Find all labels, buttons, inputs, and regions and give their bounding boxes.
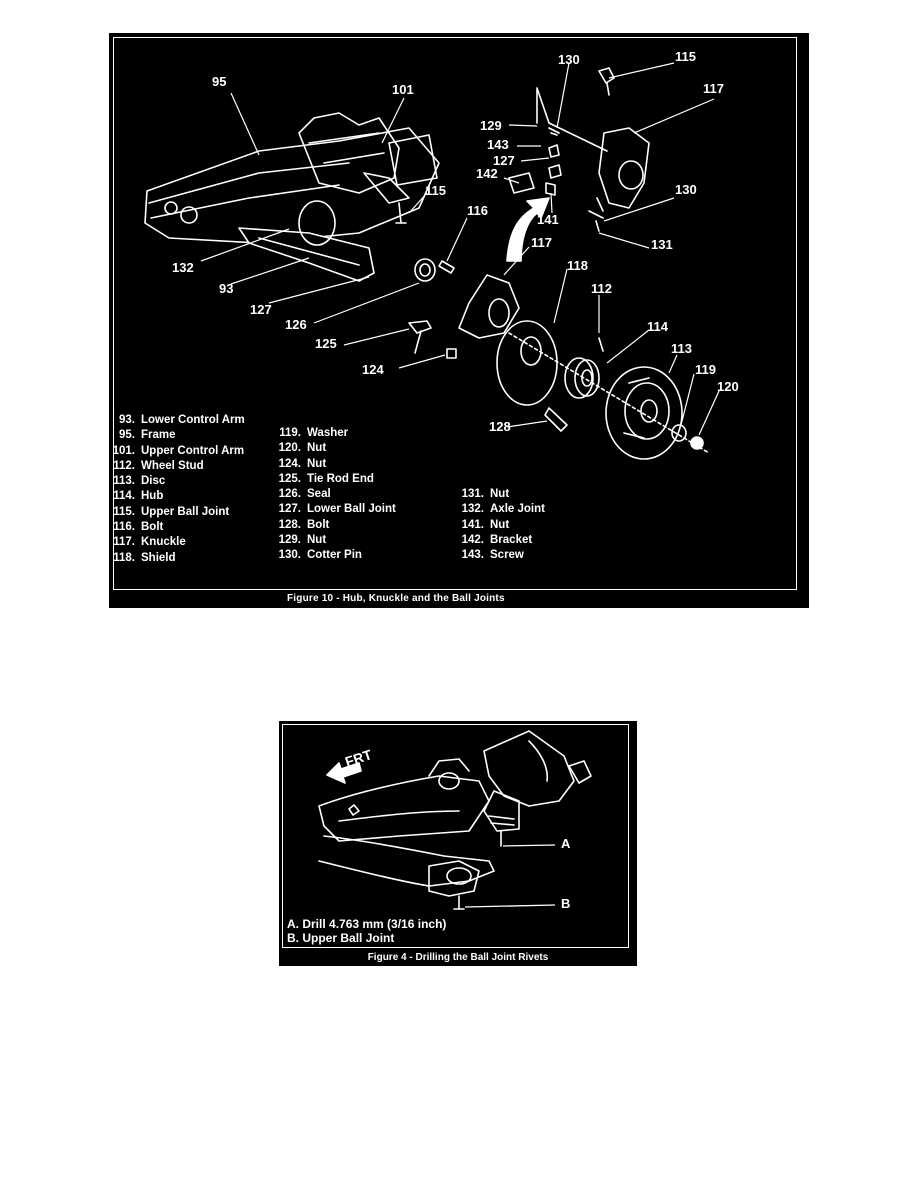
- direction-label: FRT: [343, 746, 374, 770]
- legend-item: 124.Nut: [278, 457, 327, 470]
- legend-item: 142.Bracket: [461, 533, 533, 546]
- figure-4-frame: [282, 724, 629, 948]
- legend-item: 95.Frame: [119, 429, 176, 442]
- callout-124: 124: [362, 362, 384, 377]
- callout-143: 143: [487, 137, 509, 152]
- callout-127-top: 127: [493, 153, 515, 168]
- callout-142: 142: [476, 166, 498, 181]
- callout-118: 118: [567, 258, 588, 273]
- legend-item: 117.Knuckle: [113, 536, 186, 549]
- callout-120: 120: [717, 379, 739, 394]
- legend-item: 141.Nut: [461, 518, 510, 531]
- callout-126: 126: [285, 317, 307, 332]
- legend-item: 116.Bolt: [113, 521, 164, 534]
- callout-128: 128: [489, 419, 511, 434]
- figure-4-caption: Figure 4 - Drilling the Ball Joint Rivet…: [367, 952, 549, 963]
- legend-item: A. Drill 4.763 mm (3/16 inch): [287, 917, 447, 931]
- callout-130-top: 130: [558, 52, 580, 67]
- legend-item: 118.Shield: [113, 551, 176, 564]
- legend-item: 125.Tie Rod End: [278, 472, 374, 485]
- callout-b: B: [561, 896, 571, 911]
- legend-item: 132.Axle Joint: [461, 503, 545, 516]
- callout-112: 112: [591, 281, 612, 296]
- callout-130-right: 130: [675, 182, 697, 197]
- figure-10: 95 101 130 115 117 129 143 127 142 141 1…: [109, 33, 809, 608]
- legend-item: 127.Lower Ball Joint: [278, 503, 396, 516]
- callout-101: 101: [392, 82, 414, 97]
- legend-item: 115.Upper Ball Joint: [113, 505, 230, 518]
- callout-141: 141: [537, 212, 559, 227]
- callout-117-mid: 117: [531, 235, 552, 250]
- legend-left: 93.Lower Control Arm 95.Frame 101.Upper …: [105, 413, 245, 566]
- legend-item: 126.Seal: [278, 488, 331, 501]
- callout-119: 119: [695, 362, 716, 377]
- legend-item: 113.Disc: [113, 475, 166, 488]
- legend-item: 143.Screw: [461, 549, 524, 562]
- legend-item: 131.Nut: [461, 488, 510, 500]
- figure-10-frame: [113, 37, 797, 590]
- callout-117-top: 117: [703, 81, 724, 96]
- legend-item: 93.Lower Control Arm: [119, 414, 245, 426]
- legend-right: 131.Nut 132.Axle Joint 141.Nut 142.Brack…: [454, 487, 545, 563]
- figure-10-caption: Figure 10 - Hub, Knuckle and the Ball Jo…: [109, 590, 809, 608]
- legend-item: 101.Upper Control Arm: [112, 444, 245, 457]
- callout-129: 129: [480, 118, 502, 133]
- callout-115-top: 115: [675, 49, 696, 64]
- legend-middle: 119.Washer 120.Nut 124.Nut 125.Tie Rod E…: [271, 426, 396, 564]
- legend-item: 114.Hub: [113, 490, 164, 503]
- legend-item: 129.Nut: [278, 534, 327, 547]
- legend-item: 130.Cotter Pin: [278, 549, 362, 562]
- callout-127-left: 127: [250, 302, 272, 317]
- callout-125: 125: [315, 336, 337, 351]
- legend-item: 128.Bolt: [278, 518, 330, 531]
- callout-a: A: [561, 836, 571, 851]
- callout-114: 114: [647, 319, 668, 334]
- legend-item: 120.Nut: [278, 442, 327, 455]
- legend-item: B. Upper Ball Joint: [287, 931, 395, 945]
- suspension-exploded-diagram: [144, 62, 720, 460]
- callout-132: 132: [172, 260, 194, 275]
- callout-93: 93: [219, 281, 234, 296]
- callout-116: 116: [467, 203, 488, 218]
- callout-131: 131: [651, 237, 673, 252]
- front-arrow-icon: [326, 762, 362, 784]
- callout-95: 95: [212, 74, 227, 89]
- legend-item: 119.Washer: [279, 427, 349, 439]
- callout-113: 113: [671, 341, 692, 356]
- figure-4-legend: A. Drill 4.763 mm (3/16 inch) B. Upper B…: [287, 917, 446, 945]
- legend-item: 112.Wheel Stud: [113, 459, 204, 472]
- drilling-diagram: FRT: [318, 730, 592, 910]
- figure-4: FRT A B A. Drill 4.763 mm (3/16 inch) B.…: [279, 721, 637, 966]
- callout-115-mid: 115: [425, 183, 446, 198]
